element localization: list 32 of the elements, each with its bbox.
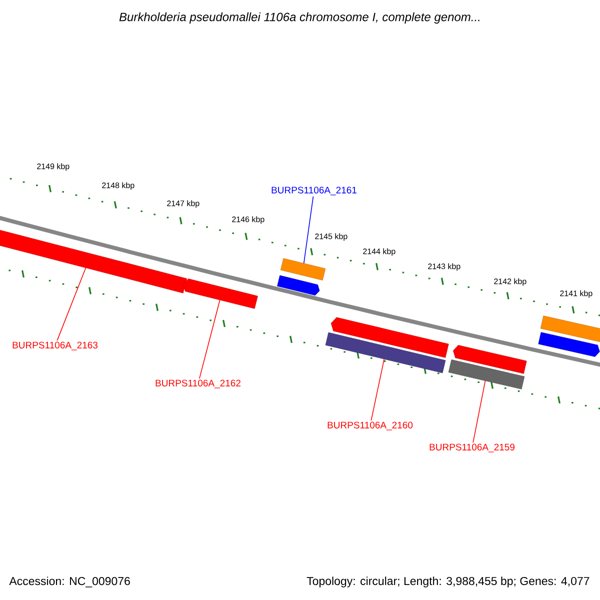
gene-feature — [330, 317, 449, 358]
gene-feature — [0, 228, 188, 294]
gene-label: BURPS1106A_2162 — [156, 380, 240, 388]
leader-line — [370, 358, 385, 421]
tick-label: 2141 kbp — [560, 290, 592, 298]
tick-label: 2142 kbp — [494, 278, 526, 286]
genome-info-text: Topology: circular; Length: 3,988,455 bp; Genes: 4,077 — [306, 576, 590, 588]
gene-feature — [183, 278, 258, 309]
tick-label: 2148 kbp — [102, 182, 134, 190]
title: Burkholderia pseudomallei 1106a chromosome I, complete genom... — [119, 12, 480, 24]
tick-label: 2144 kbp — [363, 248, 396, 256]
tick-label: 2149 kbp — [37, 163, 70, 171]
leader-line — [472, 380, 486, 443]
leader-line — [199, 300, 220, 379]
gene-feature — [280, 258, 326, 280]
accession-text: Accession: NC_009076 — [9, 576, 130, 588]
gene-label: BURPS1106A_2163 — [12, 342, 98, 350]
gene-label: BURPS1106A_2160 — [328, 422, 413, 430]
tick-label: 2147 kbp — [167, 200, 200, 208]
tick-label: 2146 kbp — [232, 216, 264, 224]
gene-label: BURPS1106A_2159 — [430, 444, 514, 452]
gene-label: BURPS1106A_2161 — [272, 186, 356, 196]
gene-feature — [538, 332, 600, 357]
gene-feature — [277, 275, 320, 296]
gene-feature — [453, 345, 527, 374]
gene-feature — [448, 360, 525, 390]
gene-feature — [325, 332, 446, 374]
tick-label: 2143 kbp — [428, 263, 460, 271]
leader-line — [303, 196, 314, 264]
leader-line — [56, 267, 86, 341]
tick-label: 2145 kbp — [315, 233, 348, 241]
gene-feature — [540, 316, 600, 344]
